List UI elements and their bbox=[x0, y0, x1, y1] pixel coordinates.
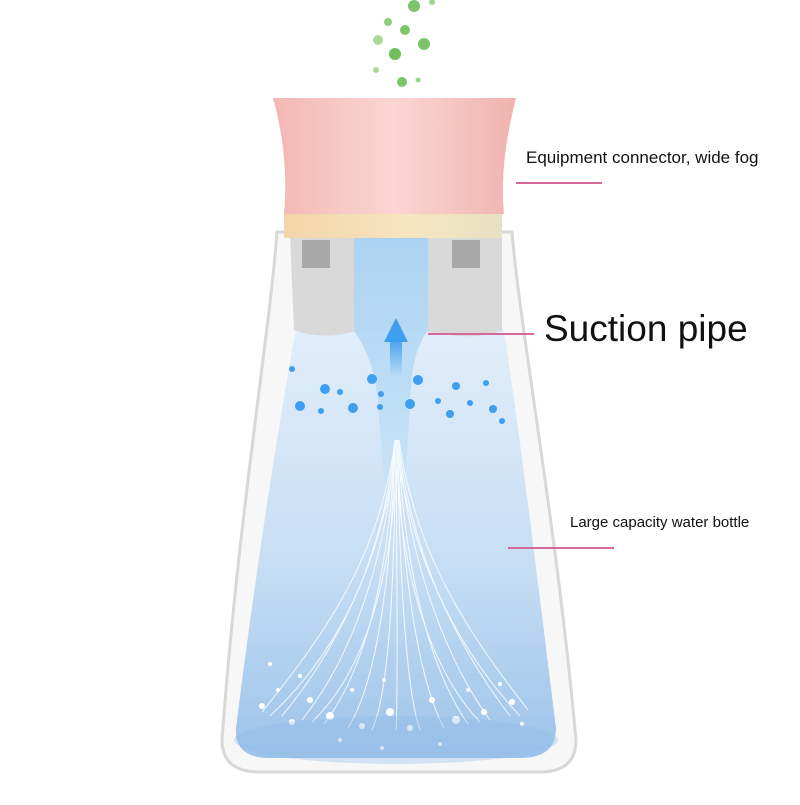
water-bubbles bbox=[289, 366, 505, 424]
pink-cap bbox=[273, 98, 516, 214]
callout-bottle-label: Large capacity water bottle bbox=[570, 514, 750, 531]
callout-connector-label: Equipment connector, wide fog bbox=[526, 148, 759, 167]
clip-left bbox=[302, 240, 330, 268]
cap-collar bbox=[284, 214, 502, 238]
clip-right bbox=[452, 240, 480, 268]
bottle-base bbox=[234, 716, 558, 764]
bottom-bubbles bbox=[259, 662, 524, 750]
up-arrow-icon bbox=[384, 318, 408, 376]
fog-particles bbox=[373, 0, 435, 87]
water-body bbox=[235, 322, 556, 758]
callout-suction-pipe-label: Suction pipe bbox=[544, 308, 748, 349]
wick-fibers bbox=[261, 439, 529, 731]
leader-lines bbox=[428, 182, 614, 549]
